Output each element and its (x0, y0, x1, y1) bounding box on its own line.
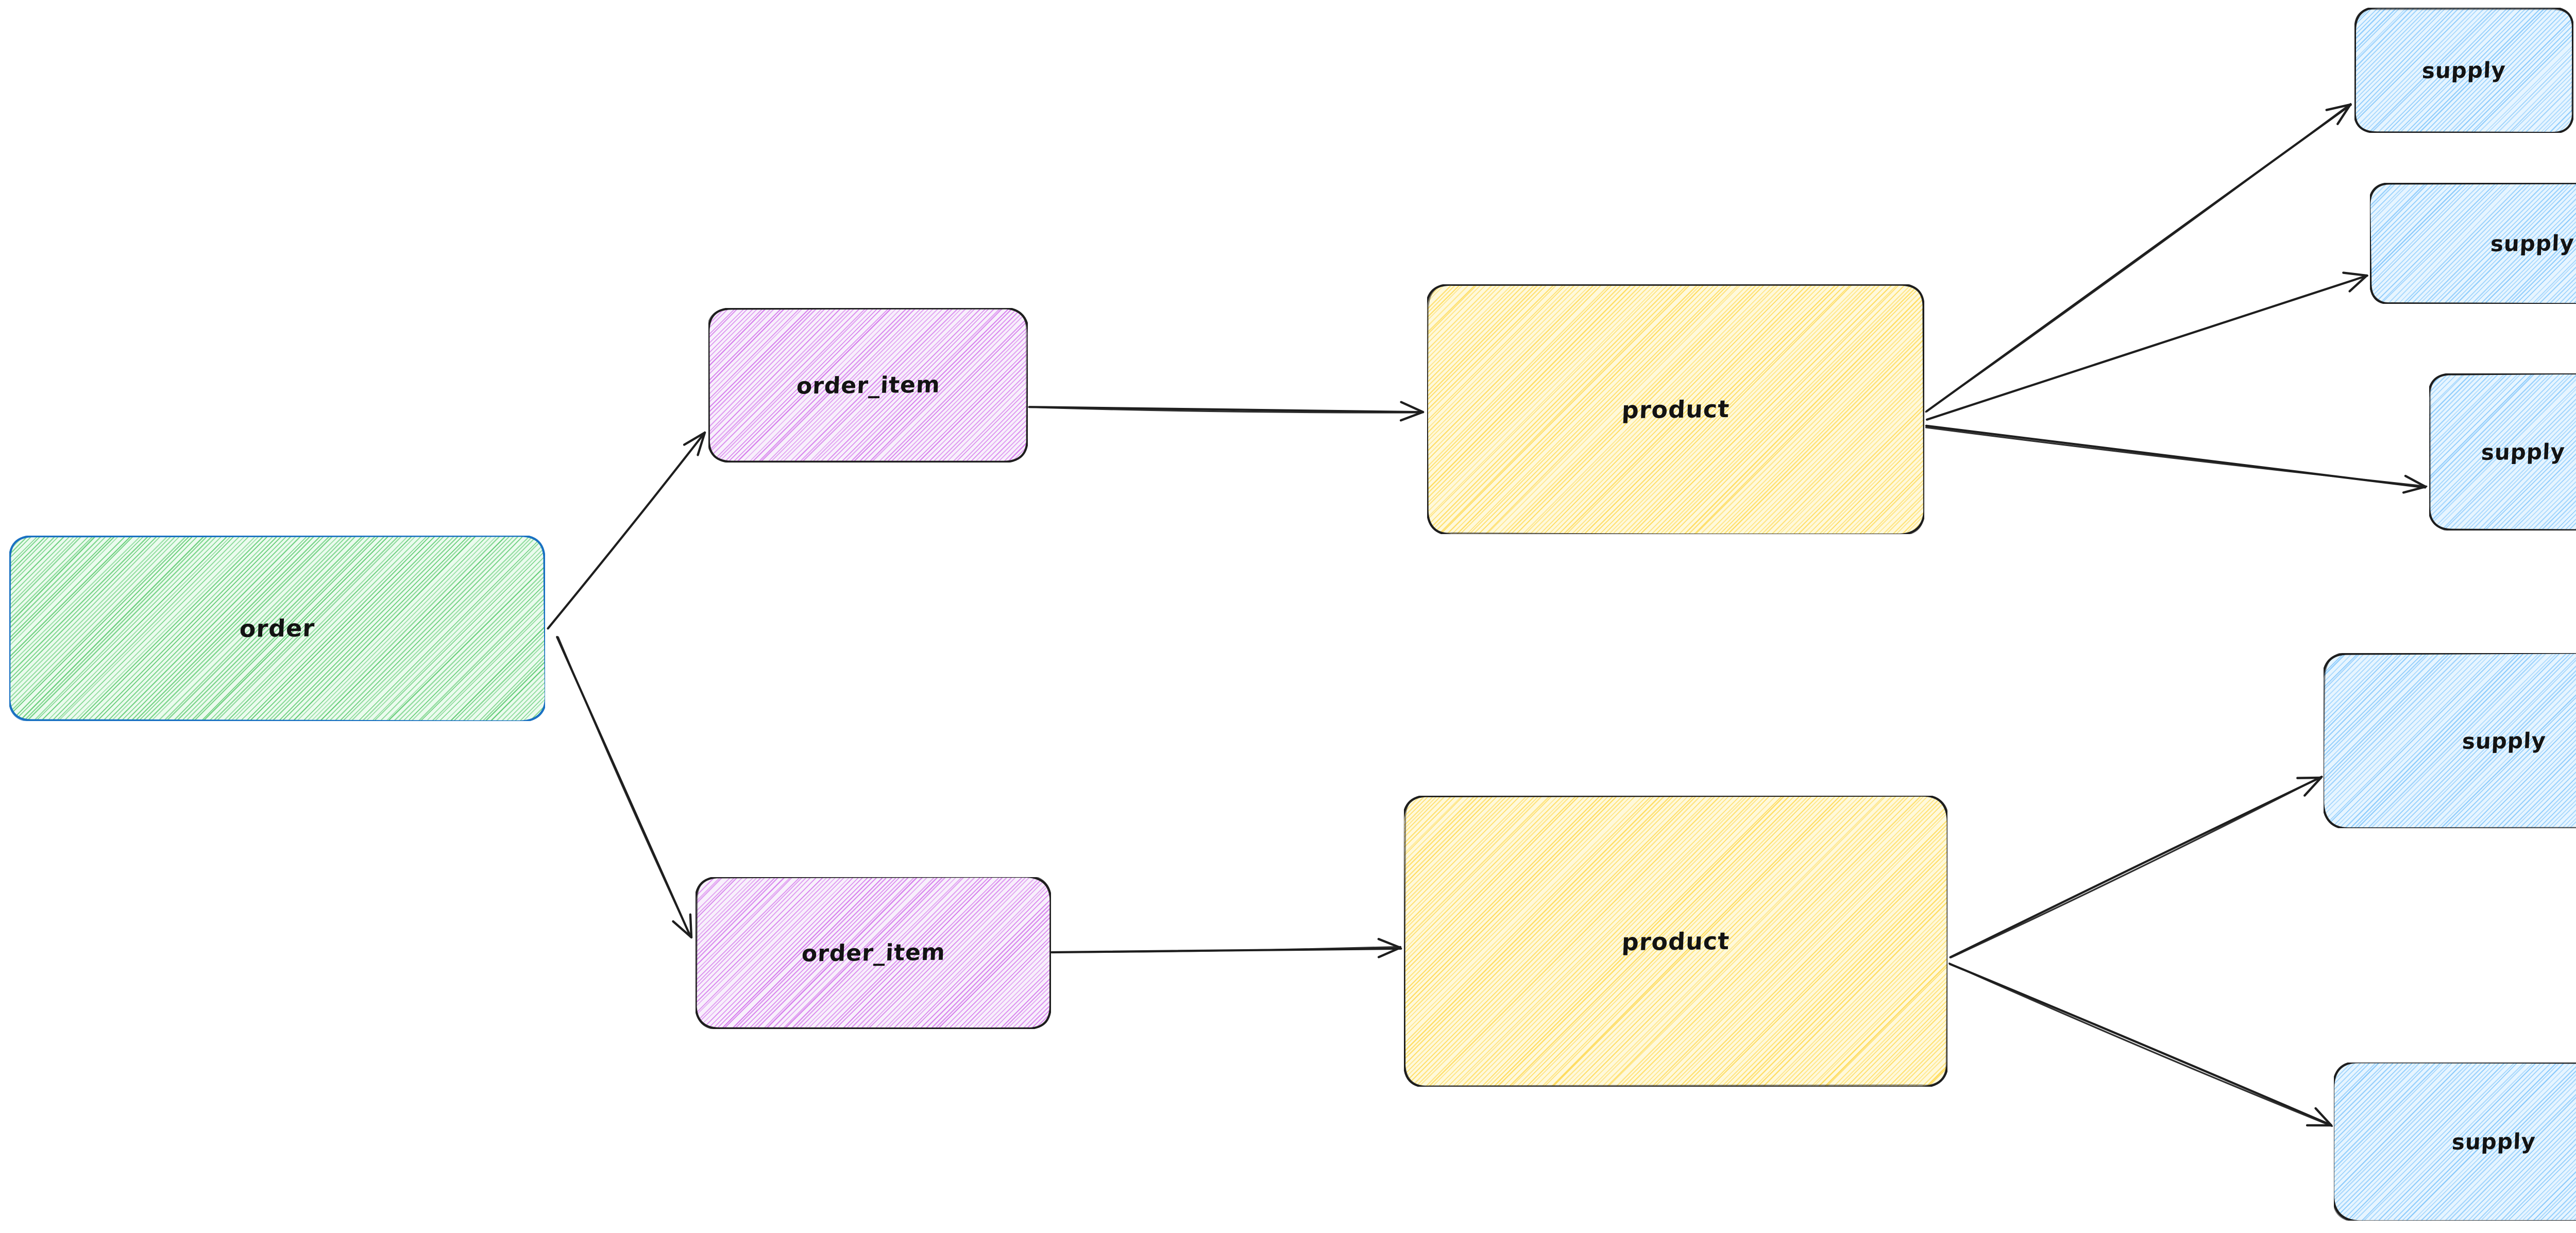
edge-product_1-to-supply_2[interactable] (1925, 271, 2368, 421)
node-supply_3[interactable]: supply (2429, 373, 2576, 530)
edge-product_2-to-supply_5[interactable] (1948, 962, 2333, 1127)
node-outline (696, 877, 1051, 1029)
node-label-supply_5: supply (2451, 1128, 2536, 1155)
node-shape-supply_3 (2429, 373, 2576, 530)
node-supply_5[interactable]: supply (2334, 1063, 2576, 1221)
arrowhead-icon (2325, 103, 2352, 125)
node-shape-order_item_2 (696, 877, 1051, 1029)
hachure-fill (2334, 1063, 2576, 1221)
node-outline (2324, 653, 2576, 828)
node-outline (708, 308, 1028, 463)
node-outline (1404, 796, 1947, 1087)
node-shape-supply_5 (2334, 1063, 2576, 1221)
node-order_item_1[interactable]: order_item (708, 308, 1028, 463)
hachure-fill (708, 308, 1028, 463)
arrowhead-icon (2342, 271, 2368, 293)
node-shape-order (9, 536, 545, 721)
edge-product_1-to-supply_1[interactable] (1925, 102, 2352, 413)
node-outline (1404, 796, 1947, 1087)
node-supply_2[interactable]: supply (2370, 183, 2576, 304)
node-label-order_item_1: order_item (795, 371, 941, 399)
hachure-fill (696, 877, 1051, 1029)
edge-order-to-order_item_1[interactable] (547, 431, 706, 630)
hachure-fill (1404, 796, 1947, 1087)
node-label-product_2: product (1621, 927, 1731, 956)
arrowhead-icon (2306, 1107, 2333, 1127)
arrowhead-icon (683, 431, 706, 456)
node-label-order_item_2: order_item (801, 939, 946, 967)
arrowhead-icon (2402, 474, 2427, 494)
node-shape-supply_2 (2370, 183, 2576, 304)
node-shape-product_1 (1427, 284, 1924, 534)
edge-order-to-order_item_2[interactable] (556, 636, 693, 939)
edge-product_1-to-supply_3[interactable] (1925, 424, 2428, 494)
hachure-fill (2354, 8, 2573, 133)
node-outline (1427, 284, 1924, 534)
node-label-supply_2: supply (2489, 230, 2575, 256)
hachure-fill (2429, 373, 2576, 530)
edge-order_item_1-to-product_1[interactable] (1028, 401, 1425, 422)
node-outline (696, 877, 1051, 1029)
hachure-fill (2324, 653, 2576, 828)
node-outline (2334, 1063, 2576, 1221)
node-outline (2429, 373, 2576, 530)
node-order_item_2[interactable]: order_item (696, 877, 1051, 1029)
node-outline (2370, 183, 2576, 304)
hachure-fill (9, 536, 545, 721)
arrowhead-icon (2296, 776, 2323, 797)
node-shape-order_item_1 (708, 308, 1028, 463)
node-label-supply_3: supply (2481, 439, 2566, 465)
hachure-fill (1427, 284, 1924, 534)
node-label-supply_1: supply (2421, 57, 2506, 83)
arrowhead-icon (1399, 401, 1425, 422)
node-outline (2324, 653, 2576, 828)
node-label-order: order (239, 614, 316, 643)
node-outline (2354, 8, 2573, 133)
node-label-product_1: product (1621, 395, 1731, 424)
node-supply_4[interactable]: supply (2324, 653, 2576, 828)
node-shape-product_2 (1404, 796, 1947, 1087)
node-label-supply_4: supply (2461, 727, 2547, 754)
node-product_1[interactable]: product (1427, 284, 1924, 534)
edge-order_item_2-to-product_2[interactable] (1050, 938, 1402, 958)
node-product_2[interactable]: product (1404, 796, 1947, 1087)
node-supply_1[interactable]: supply (2354, 8, 2573, 133)
node-shape-supply_1 (2354, 8, 2573, 133)
node-outline (2370, 183, 2576, 304)
hachure-fill (2370, 183, 2576, 304)
node-outline (2429, 373, 2576, 530)
arrowhead-icon (672, 913, 693, 939)
node-order[interactable]: order (9, 536, 545, 721)
node-shape-supply_4 (2324, 653, 2576, 828)
arrowhead-icon (1377, 938, 1402, 958)
edge-product_2-to-supply_4[interactable] (1949, 776, 2323, 958)
node-outline (9, 536, 545, 721)
node-outline (708, 308, 1028, 463)
